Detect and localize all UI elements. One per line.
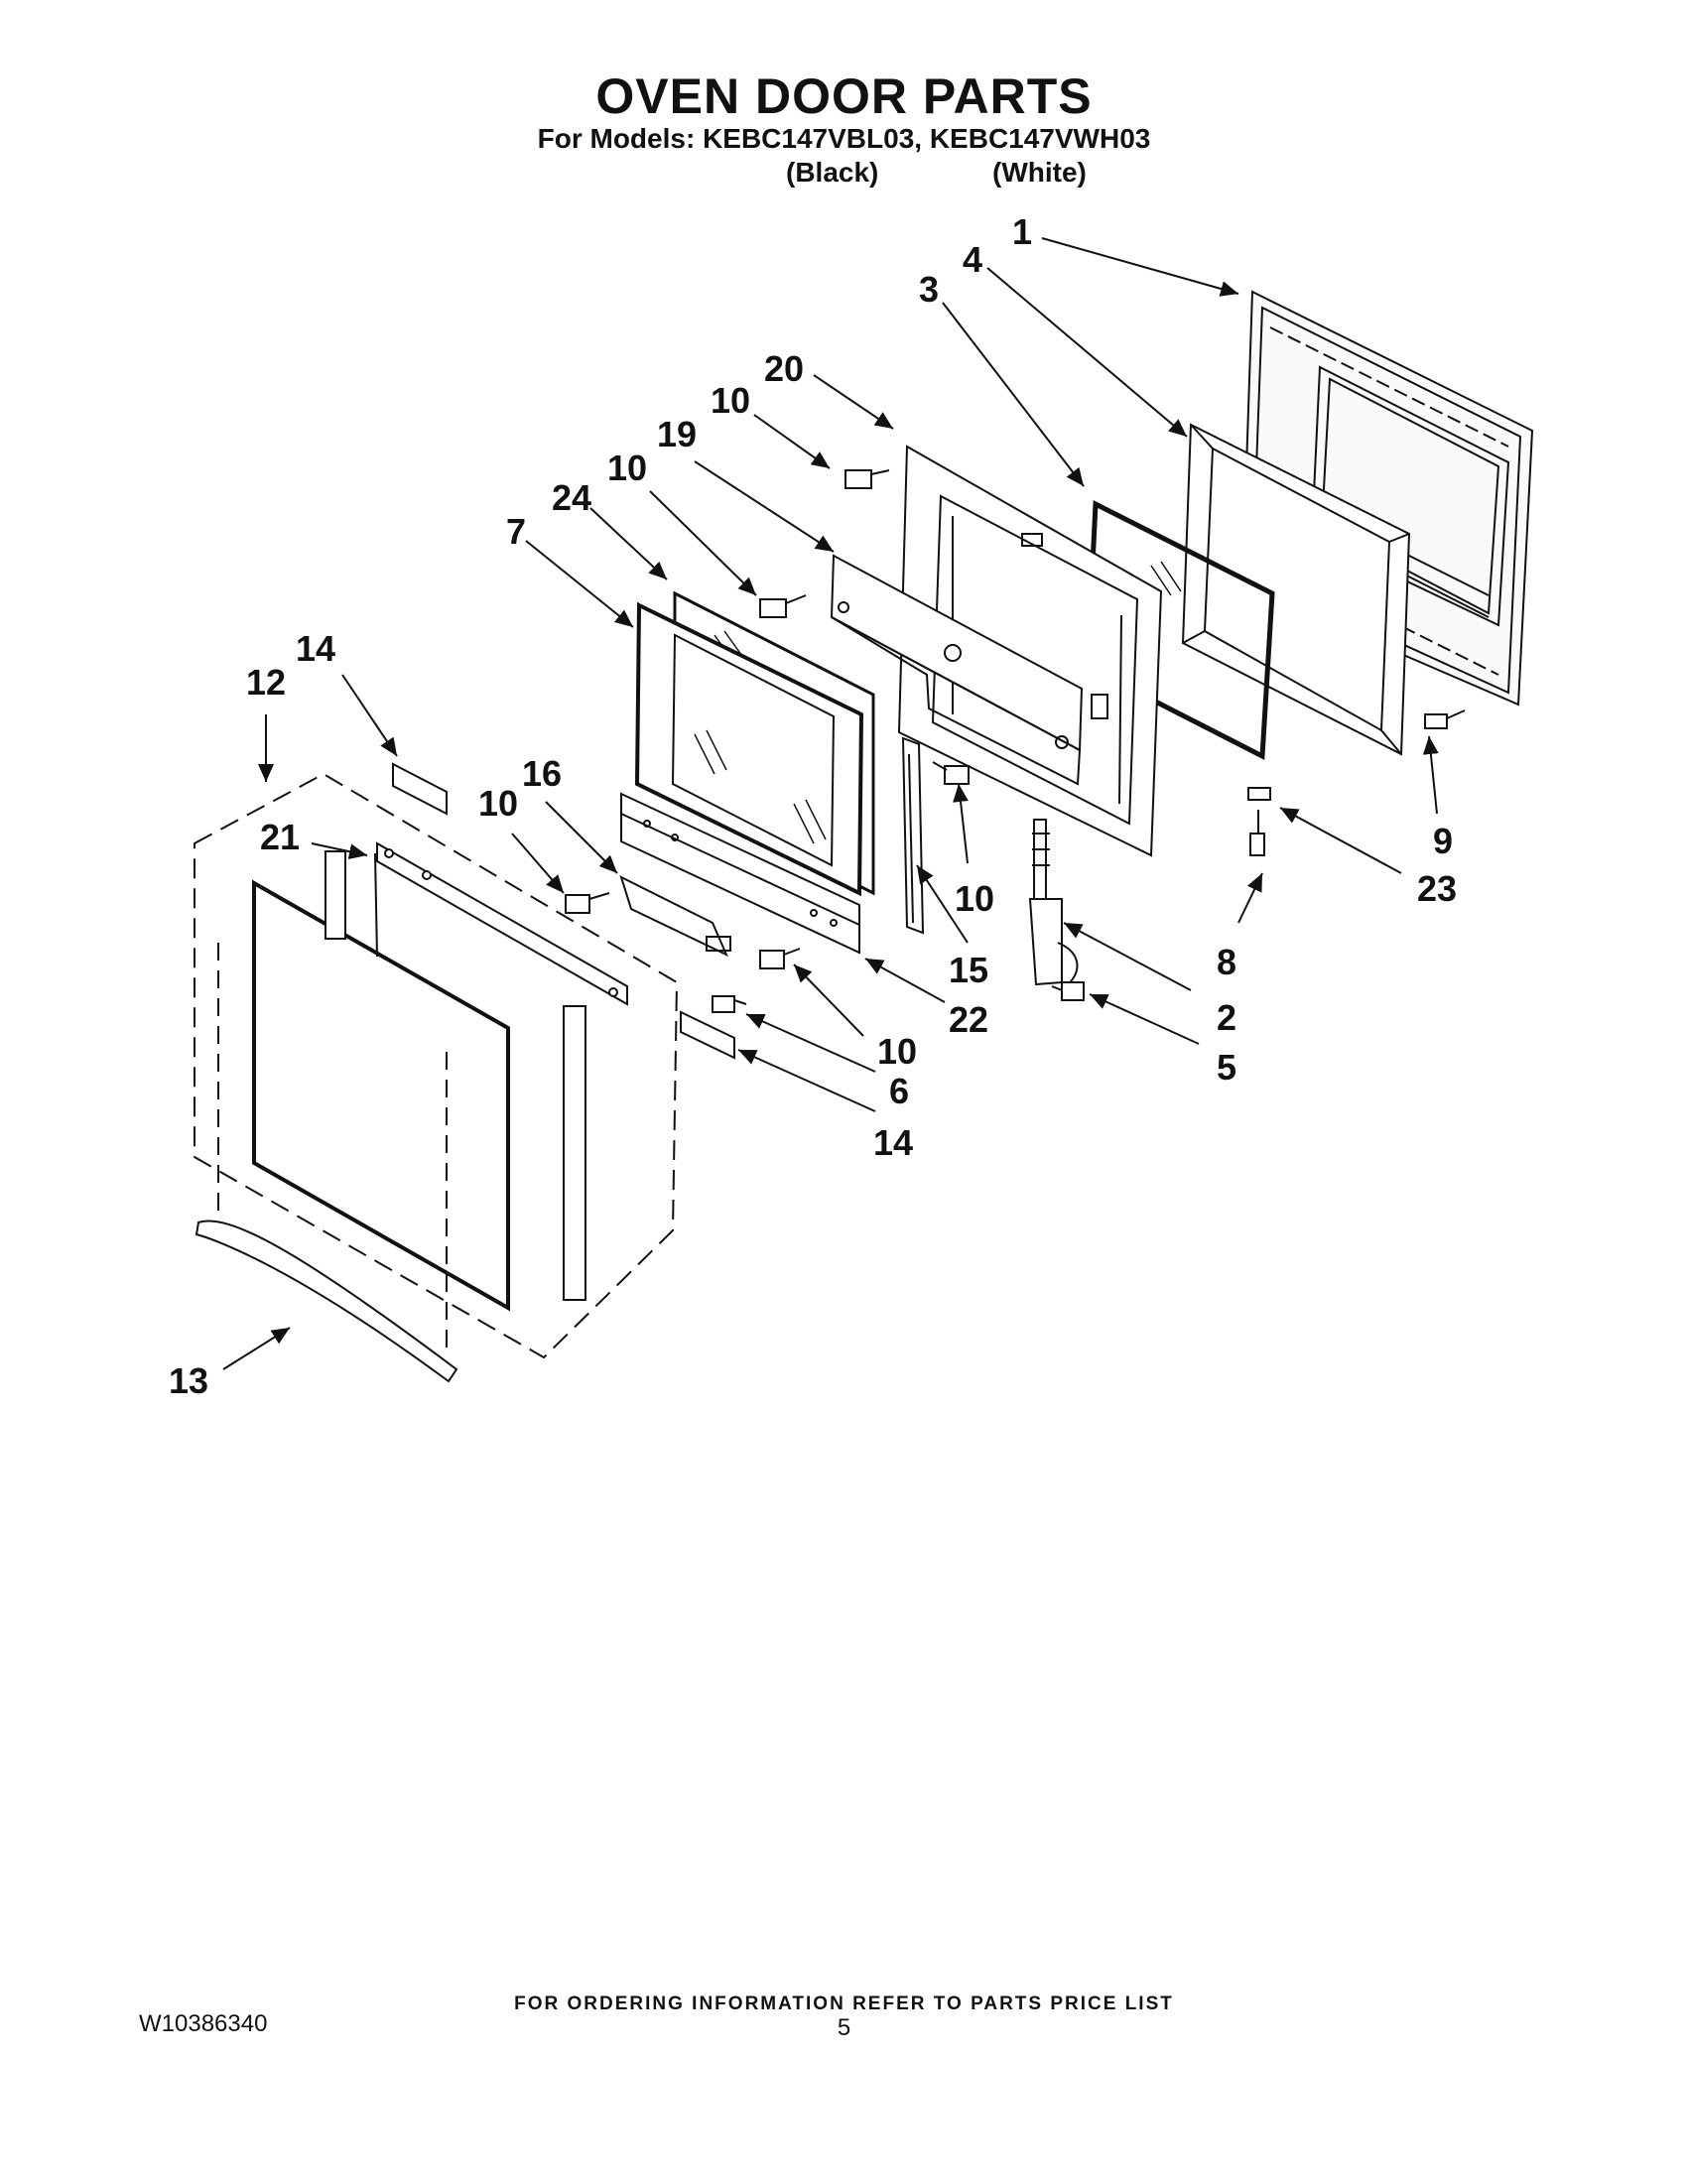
callout-4: 4 — [962, 239, 983, 280]
callout-1: 1 — [1011, 211, 1033, 252]
part-vent-trim — [620, 792, 860, 955]
screw-5 — [1051, 981, 1085, 1001]
callout-13: 13 — [168, 1360, 209, 1401]
part-small-brackets — [392, 762, 735, 1060]
callout-21: 21 — [259, 817, 301, 857]
screw-10-bracket — [932, 761, 970, 785]
callout-20: 20 — [763, 348, 805, 389]
callout-5: 5 — [1216, 1047, 1237, 1088]
part-side-bracket — [901, 736, 925, 935]
page-title: OVEN DOOR PARTS — [595, 68, 1093, 124]
callout-22: 22 — [948, 999, 989, 1040]
screw-10-upper — [759, 594, 807, 618]
callout-14-bottom: 14 — [872, 1122, 914, 1163]
callout-14-top: 14 — [295, 628, 336, 669]
screw-6 — [712, 995, 747, 1013]
callout-23: 23 — [1416, 868, 1458, 909]
color-label-black: (Black) — [786, 157, 879, 188]
ordering-note: FOR ORDERING INFORMATION REFER TO PARTS … — [514, 1993, 1174, 2014]
screw-10-top — [844, 469, 890, 489]
callout-leaders — [222, 237, 1439, 1370]
screw-10-left — [565, 892, 610, 914]
callout-16: 16 — [521, 753, 563, 794]
part-handle — [195, 943, 458, 1383]
callout-10-left: 10 — [477, 783, 519, 824]
callout-9: 9 — [1432, 821, 1454, 861]
spacer-23 — [1247, 787, 1271, 801]
callout-2: 2 — [1216, 997, 1237, 1038]
callout-24: 24 — [551, 477, 592, 518]
screw-8 — [1249, 810, 1265, 856]
part-latch-bracket — [619, 875, 731, 958]
callout-12: 12 — [245, 662, 287, 703]
part-outer-door-assembly — [194, 772, 679, 1359]
screw-10-lower — [759, 948, 801, 969]
callout-10-lower: 10 — [876, 1031, 918, 1072]
callout-8: 8 — [1216, 942, 1237, 982]
page-number: 5 — [837, 2014, 851, 2041]
callout-19: 19 — [656, 414, 698, 454]
document-number: W10386340 — [139, 2010, 268, 2037]
callout-10-top: 10 — [710, 380, 751, 421]
part-screws — [565, 469, 1466, 1013]
callout-10-bracket: 10 — [954, 878, 995, 919]
part-baffle-bracket — [830, 554, 1084, 786]
callout-7: 7 — [505, 511, 527, 552]
callout-10-upper: 10 — [606, 448, 648, 488]
callout-6: 6 — [888, 1071, 910, 1111]
callout-15: 15 — [948, 950, 989, 990]
part-hinge — [1028, 819, 1079, 986]
part-top-trim — [376, 841, 628, 1006]
part-door-liner-frame — [1181, 423, 1411, 756]
models-line: For Models: KEBC147VBL03, KEBC147VWH03 — [537, 123, 1151, 154]
callout-3: 3 — [918, 269, 940, 310]
part-middle-glass — [634, 601, 864, 897]
color-label-white: (White) — [992, 157, 1087, 188]
screw-9 — [1424, 709, 1466, 729]
